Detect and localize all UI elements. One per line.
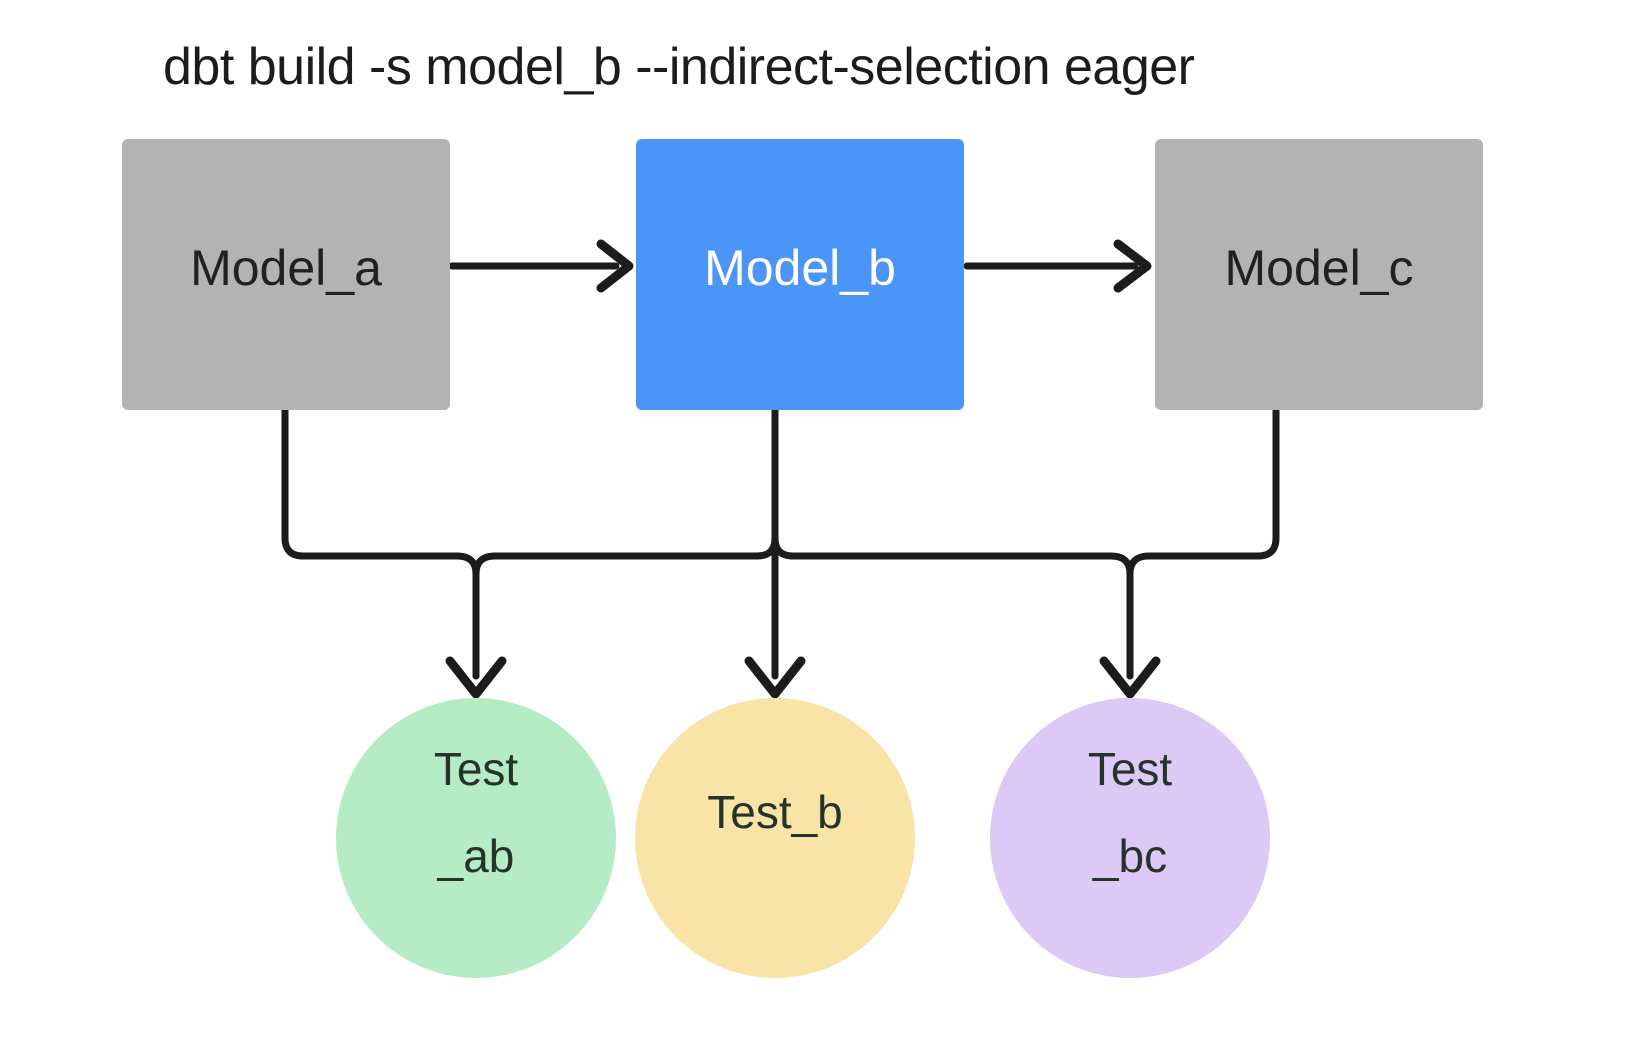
node-test-ab-shape[interactable] [336, 698, 616, 978]
node-model-b-label: Model_b [704, 240, 896, 296]
arrowhead-icon [596, 239, 634, 293]
arrowhead-icon [744, 656, 806, 699]
node-test-ab-label-line1: Test [434, 743, 519, 795]
arrowhead-icon [1099, 656, 1161, 699]
node-test-b-label-line1: Test_b [707, 786, 843, 838]
edge-line [472, 406, 779, 680]
edge-line [771, 406, 1134, 680]
edge-line [1126, 406, 1280, 680]
edge-line [281, 406, 480, 680]
edge-layer [281, 239, 1280, 699]
node-model-b[interactable]: Model_b [636, 139, 964, 410]
node-test-bc[interactable]: Test _bc [990, 698, 1270, 978]
page-title: dbt build -s model_b --indirect-selectio… [163, 38, 1195, 96]
node-test-bc-shape[interactable] [990, 698, 1270, 978]
model-nodes: Model_a Model_b Model_c [122, 139, 1483, 410]
node-test-ab[interactable]: Test _ab [336, 698, 616, 978]
edge-model-b-to-test-bc [771, 406, 1161, 699]
edge-model-b-to-test-ab [472, 406, 779, 680]
node-test-bc-label-line1: Test [1088, 743, 1173, 795]
edge-model-c-to-test-bc [1126, 406, 1280, 680]
node-test-ab-label-line2: _ab [437, 830, 515, 882]
node-model-c[interactable]: Model_c [1155, 139, 1483, 410]
node-test-b-shape[interactable] [635, 698, 915, 978]
edge-model-a-to-test-ab [281, 406, 507, 699]
node-model-a-shape[interactable] [122, 139, 450, 410]
node-test-bc-label-line2: _bc [1092, 830, 1167, 882]
edge-model-a-to-model-b [448, 239, 634, 293]
node-model-c-shape[interactable] [1155, 139, 1483, 410]
node-model-b-shape[interactable] [636, 139, 964, 410]
node-test-b[interactable]: Test_b [635, 698, 915, 978]
arrowhead-icon [445, 656, 507, 699]
node-model-a-label: Model_a [190, 240, 382, 296]
test-nodes: Test _ab Test_b Test _bc [336, 698, 1270, 978]
arrowhead-icon [1113, 239, 1152, 293]
node-model-c-label: Model_c [1225, 240, 1414, 296]
edge-model-b-to-model-c [963, 239, 1152, 293]
node-model-a[interactable]: Model_a [122, 139, 450, 410]
